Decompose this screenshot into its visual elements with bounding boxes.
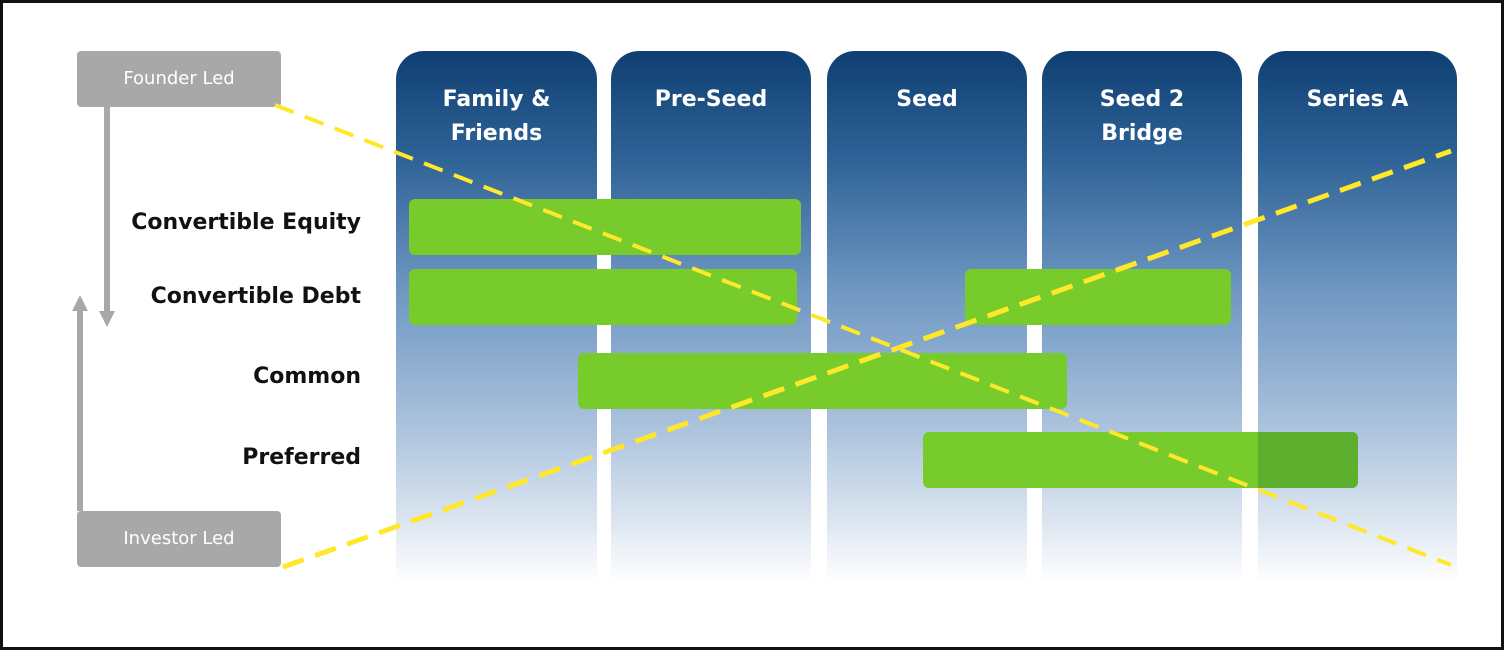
investor-led-tag: Investor Led (77, 511, 281, 567)
bar-common (578, 353, 1067, 409)
bar-convertible-debt-early (409, 269, 797, 325)
stage-label-pre-seed: Pre-Seed (654, 87, 768, 112)
founder-led-tag: Founder Led (77, 51, 281, 107)
bar-convertible-equity (409, 199, 801, 255)
stage-column-series-a: Series A (1258, 51, 1457, 583)
investor-led-trend-line (282, 148, 1452, 570)
stage-label-seed: Seed (896, 87, 958, 112)
row-label-preferred: Preferred (242, 445, 361, 470)
stage-label-family-friends: Family & Friends (442, 87, 551, 146)
row-label-convertible-debt: Convertible Debt (150, 284, 361, 309)
bar-preferred-series-a-segment (1258, 432, 1358, 488)
stage-label-seed-2-bridge: Seed 2 Bridge (1099, 87, 1185, 146)
founder-led-down-arrow (99, 107, 115, 327)
row-label-common: Common (253, 364, 361, 389)
founder-led-trend-line (274, 103, 1452, 567)
row-label-convertible-equity: Convertible Equity (131, 210, 361, 235)
overlay-lines (72, 103, 1452, 570)
investor-led-up-arrow (72, 295, 88, 511)
stage-label-series-a: Series A (1306, 87, 1409, 112)
